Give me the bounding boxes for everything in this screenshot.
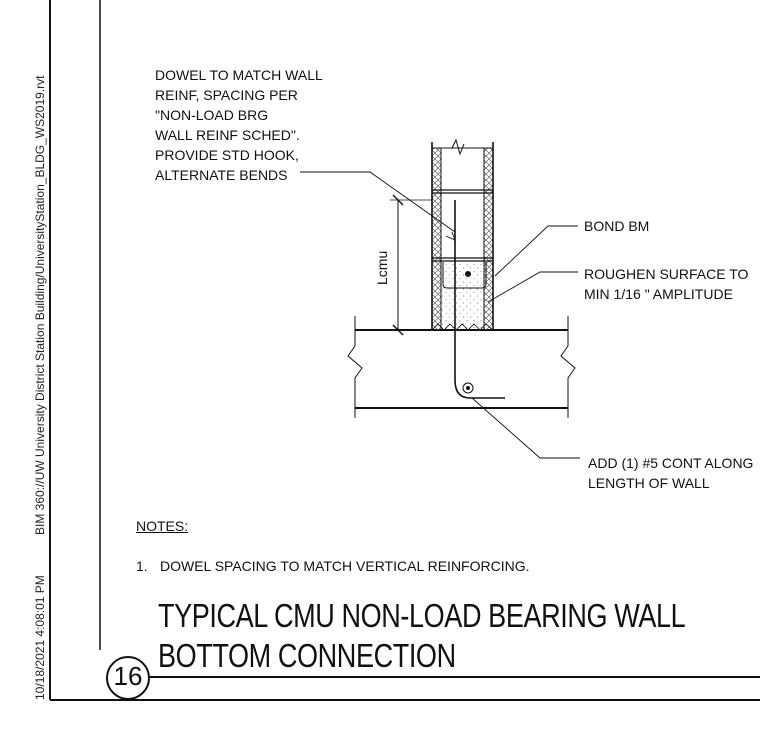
concrete-footing [347, 316, 576, 418]
detail-number: 16 [113, 661, 143, 691]
bond-beam-callout: BOND BM [584, 218, 650, 234]
dowel-bar [454, 200, 505, 399]
detail-title-line-2: BOTTOM CONNECTION [158, 637, 456, 674]
sheet-timestamp: 10/18/2021 4:08:01 PM [33, 575, 47, 700]
note-item: 1. DOWEL SPACING TO MATCH VERTICAL REINFO… [136, 558, 530, 574]
lcmu-dimension [390, 194, 432, 336]
bond-beam-reinforcing [442, 262, 487, 289]
note-number: 1. [136, 558, 148, 574]
add-bar-callout: ADD (1) #5 CONT ALONG LENGTH OF WALL [588, 455, 754, 491]
cmu-wall [431, 138, 494, 331]
roughen-surface-callout: ROUGHEN SURFACE TO MIN 1/16 " AMPLITUDE [584, 266, 749, 302]
detail-title-line-1: TYPICAL CMU NON-LOAD BEARING WALL [158, 597, 686, 634]
notes-heading: NOTES: [136, 518, 189, 534]
sheet-file-path: BIM 360://UW University District Station… [33, 75, 47, 536]
note-text: DOWEL SPACING TO MATCH VERTICAL REINFORC… [160, 558, 530, 574]
dowel-callout: DOWEL TO MATCH WALL REINF, SPACING PER "… [155, 67, 323, 183]
leader-lines [300, 171, 580, 459]
lcmu-dimension-label: Lcmu [374, 250, 390, 285]
